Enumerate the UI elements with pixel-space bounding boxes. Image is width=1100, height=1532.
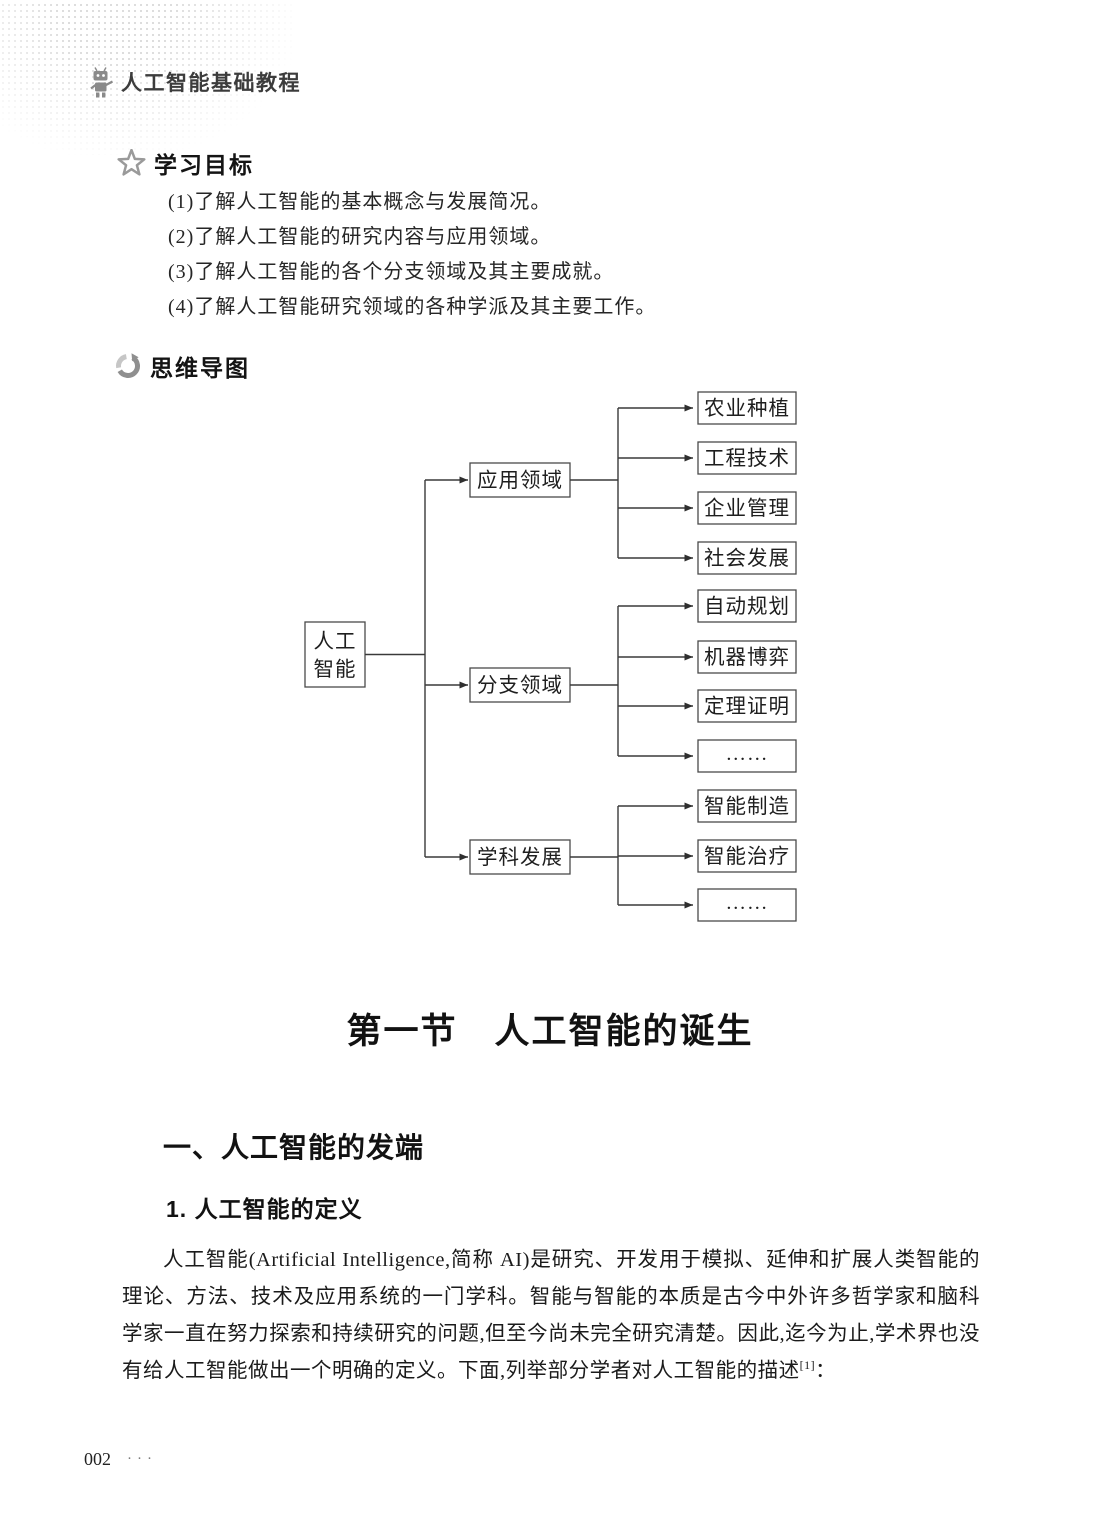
page-number: 002 xyxy=(84,1449,111,1469)
leaf-node-box xyxy=(697,839,797,873)
cycle-icon xyxy=(116,353,140,378)
root-label-line1: 人工 xyxy=(314,630,357,653)
leaf-label: 机器博弈 xyxy=(704,646,790,669)
objective-item: (4)了解人工智能研究领域的各种学派及其主要工作。 xyxy=(168,296,657,318)
body-paragraph: 人工智能(Artificial Intelligence,简称 AI)是研究、开… xyxy=(122,1242,980,1390)
objectives-section-header: 学习目标 xyxy=(117,146,254,180)
branch-label: 分支领域 xyxy=(477,674,563,697)
root-node-box xyxy=(304,621,366,688)
leaf-node-box xyxy=(697,441,797,475)
dotted-globe-decoration xyxy=(0,0,295,155)
footer-dots: ··· xyxy=(127,1451,157,1467)
leaf-label: 工程技术 xyxy=(704,447,790,470)
leaf-node-box xyxy=(697,640,797,674)
leaf-label: 社会发展 xyxy=(704,547,790,570)
branch-application-fields: 应用领域 农业种植 工程技术 企业管理 社会发展 xyxy=(425,391,797,575)
leaf-node-box xyxy=(697,739,797,773)
subsection-heading: 一、人工智能的发端 xyxy=(163,1132,425,1163)
leaf-node-box xyxy=(697,589,797,623)
page-footer: 002 ··· xyxy=(84,1449,157,1470)
objectives-list: (1)了解人工智能的基本概念与发展简况。 (2)了解人工智能的研究内容与应用领域… xyxy=(168,185,656,325)
robot-icon xyxy=(90,67,114,98)
branch-label: 学科发展 xyxy=(477,846,563,869)
branch-node-box xyxy=(469,667,571,703)
branch-subfields: 分支领域 自动规划 机器博弈 定理证明 …… xyxy=(425,589,797,773)
leaf-label: 农业种植 xyxy=(704,397,790,420)
star-icon xyxy=(117,148,146,176)
mindmap-title: 思维导图 xyxy=(150,355,250,381)
branch-label: 应用领域 xyxy=(477,469,563,492)
objective-item: (3)了解人工智能的各个分支领域及其主要成就。 xyxy=(168,261,615,283)
leaf-node-box xyxy=(697,888,797,922)
section-title: 第一节 人工智能的诞生 xyxy=(346,1012,754,1051)
branch-discipline-development: 学科发展 智能制造 智能治疗 …… xyxy=(425,789,797,922)
branch-node-box xyxy=(469,462,571,498)
mindmap-diagram: 人工 智能 应用领域 农业种植 工程技术 企业管理 社会发展 xyxy=(304,391,797,922)
paragraph-text: 人工智能(Artificial Intelligence,简称 AI)是研究、开… xyxy=(122,1249,980,1382)
footnote-ref: [1] xyxy=(799,1358,816,1373)
objectives-title: 学习目标 xyxy=(154,152,254,178)
leaf-label: 企业管理 xyxy=(704,497,790,520)
objective-item: (2)了解人工智能的研究内容与应用领域。 xyxy=(168,226,552,248)
brand-title: 人工智能基础教程 xyxy=(121,72,301,95)
root-node: 人工 智能 xyxy=(304,621,366,688)
leaf-node-box xyxy=(697,689,797,723)
leaf-node-box xyxy=(697,391,797,425)
branch-node-box xyxy=(469,839,571,875)
leaf-label: 智能治疗 xyxy=(704,845,790,868)
brand-header: 人工智能基础教程 xyxy=(88,66,301,98)
leaf-node-box xyxy=(697,491,797,525)
paragraph-trailing-colon: ： xyxy=(815,1360,837,1382)
leaf-label-ellipsis: …… xyxy=(726,892,769,914)
mindmap-section-header: 思维导图 xyxy=(114,349,250,383)
leaf-label: 定理证明 xyxy=(704,695,790,718)
leaf-label-ellipsis: …… xyxy=(726,743,769,765)
subsubsection-heading: 1. 人工智能的定义 xyxy=(166,1196,363,1222)
objective-item: (1)了解人工智能的基本概念与发展简况。 xyxy=(168,191,552,213)
root-label-line2: 智能 xyxy=(314,658,357,681)
leaf-label: 智能制造 xyxy=(704,795,790,818)
leaf-node-box xyxy=(697,789,797,823)
leaf-label: 自动规划 xyxy=(704,595,790,618)
leaf-node-box xyxy=(697,541,797,575)
